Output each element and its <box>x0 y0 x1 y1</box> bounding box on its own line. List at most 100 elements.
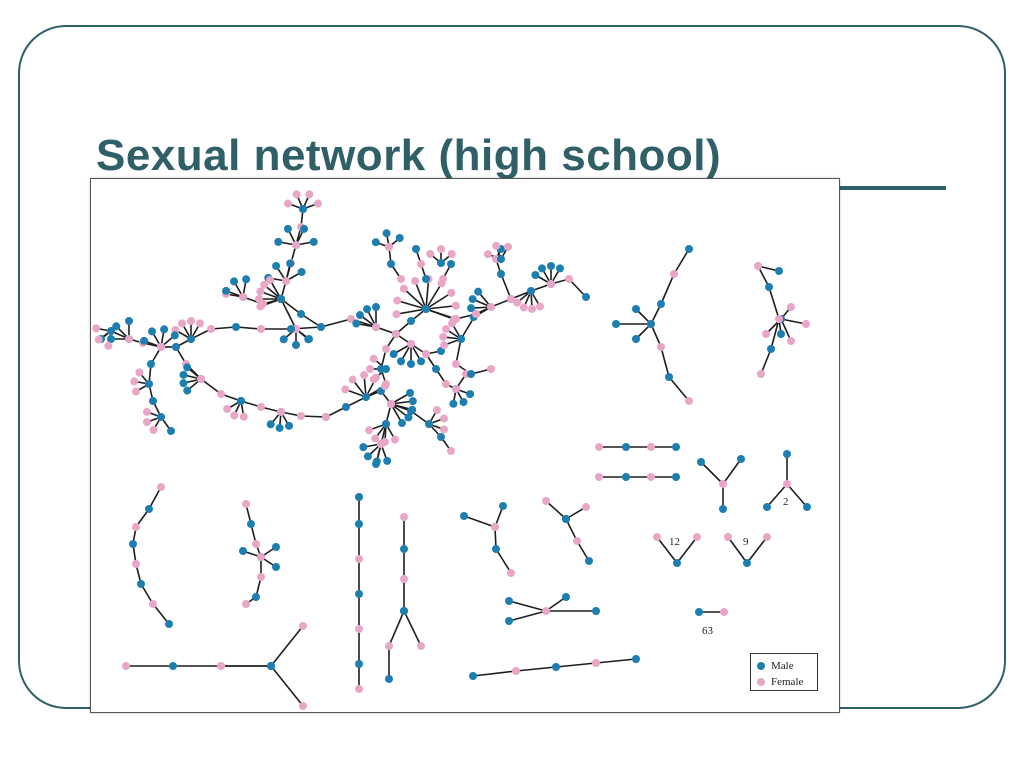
network-node-female <box>487 303 495 311</box>
network-node-male <box>803 503 811 511</box>
network-node-male <box>765 283 773 291</box>
network-node-female <box>297 412 305 420</box>
network-node-female <box>385 243 393 251</box>
network-node-male <box>467 304 476 313</box>
network-node-female <box>292 190 301 199</box>
network-node-female <box>492 241 501 250</box>
network-edge <box>403 610 422 647</box>
network-node-female <box>377 440 385 448</box>
network-node-male <box>147 360 155 368</box>
network-edge <box>650 323 662 348</box>
network-node-male <box>719 505 727 513</box>
network-node-male <box>355 493 363 501</box>
network-node-male <box>695 608 703 616</box>
component-label-2: 2 <box>783 496 789 508</box>
network-node-male <box>363 452 372 461</box>
network-node-female <box>670 270 678 278</box>
network-edge <box>280 298 297 330</box>
network-edge <box>770 318 780 350</box>
network-node-male <box>297 268 306 276</box>
network-nodes <box>92 190 811 710</box>
network-node-female <box>693 533 701 541</box>
network-node-female <box>366 365 374 373</box>
network-node-male <box>437 433 445 441</box>
network-node-female <box>369 375 378 384</box>
network-node-female <box>542 607 550 615</box>
network-node-female <box>277 408 285 416</box>
network-node-male <box>404 413 413 422</box>
network-node-female <box>217 390 225 398</box>
network-node-female <box>507 295 515 303</box>
network-node-male <box>457 335 465 343</box>
network-node-male <box>107 327 115 335</box>
network-edge <box>300 415 327 418</box>
network-edge <box>270 665 304 707</box>
network-node-female <box>122 662 130 670</box>
network-node-male <box>505 597 513 605</box>
network-edge <box>425 279 430 310</box>
network-node-male <box>165 620 173 628</box>
network-node-female <box>292 241 300 249</box>
network-node-male <box>547 262 555 270</box>
network-edge <box>280 298 302 315</box>
network-node-male <box>585 557 593 565</box>
network-node-female <box>452 360 460 368</box>
network-node-male <box>277 295 285 303</box>
network-node-male <box>407 407 415 415</box>
network-edge <box>722 458 742 485</box>
network-node-female <box>536 302 544 311</box>
network-node-female <box>417 642 425 650</box>
network-node-female <box>507 569 515 577</box>
network-node-male <box>112 322 121 331</box>
network-node-female <box>565 275 573 283</box>
network-node-female <box>239 412 248 421</box>
network-node-male <box>632 335 640 343</box>
network-node-female <box>314 199 323 208</box>
component-label-9: 9 <box>743 536 749 548</box>
network-edge <box>396 299 427 310</box>
network-node-female <box>592 659 600 667</box>
network-node-female <box>257 325 265 333</box>
network-node-female <box>372 323 380 331</box>
network-node-male <box>239 547 247 555</box>
network-node-male <box>145 380 153 388</box>
network-node-female <box>132 387 141 396</box>
network-node-male <box>297 310 305 318</box>
network-node-female <box>341 385 350 394</box>
network-node-male <box>382 365 390 373</box>
network-node-male <box>387 260 395 268</box>
network-node-female <box>385 642 393 650</box>
network-node-female <box>802 320 810 328</box>
network-node-female <box>365 426 374 435</box>
network-node-female <box>392 330 400 338</box>
network-node-male <box>422 305 430 313</box>
network-node-male <box>292 341 300 349</box>
network-node-male <box>412 245 420 253</box>
network-node-male <box>237 397 245 405</box>
network-node-male <box>247 520 255 528</box>
network-node-female <box>242 500 250 508</box>
network-node-male <box>362 393 370 401</box>
network-node-male <box>469 672 477 680</box>
network-edge <box>768 286 780 320</box>
network-node-male <box>363 305 372 314</box>
network-node-male <box>505 617 513 625</box>
network-node-male <box>371 238 380 247</box>
network-edge <box>463 515 496 528</box>
network-edge <box>786 483 808 508</box>
network-node-female <box>94 335 103 344</box>
network-node-male <box>437 259 445 267</box>
network-node-female <box>355 685 363 693</box>
network-node-female <box>347 315 355 323</box>
network-node-male <box>531 271 540 279</box>
network-node-female <box>223 405 232 413</box>
network-node-male <box>317 323 325 331</box>
network-node-male <box>382 420 390 428</box>
network-node-male <box>672 443 680 451</box>
network-edge <box>673 248 690 275</box>
network-node-male <box>140 336 149 345</box>
network-node-female <box>348 375 357 384</box>
legend-item-male: Male <box>757 659 794 673</box>
network-node-female <box>452 385 460 393</box>
network-edge <box>660 273 675 305</box>
